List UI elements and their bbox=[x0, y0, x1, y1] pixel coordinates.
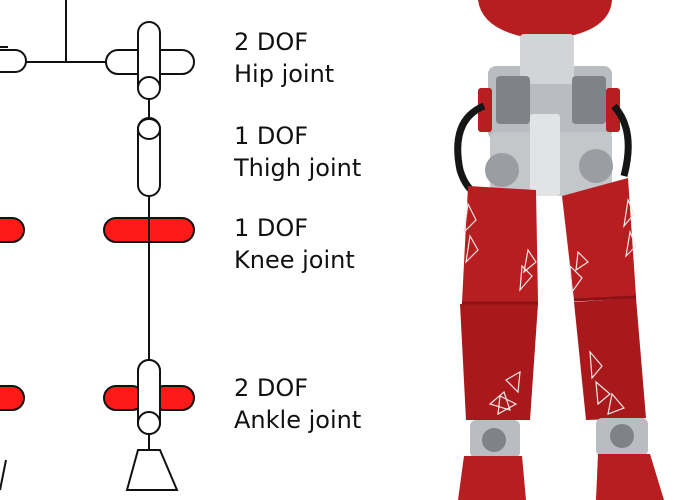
knee-joint-name: Knee joint bbox=[234, 244, 434, 276]
left-foot-edge bbox=[0, 460, 6, 490]
hip-joint-label: 2 DOF Hip joint bbox=[234, 26, 434, 90]
thigh-joint-label: 1 DOF Thigh joint bbox=[234, 120, 434, 184]
thigh-joint-dof: 1 DOF bbox=[234, 120, 434, 152]
knee-joint-label: 1 DOF Knee joint bbox=[234, 212, 434, 276]
robot-thigh-motor-left bbox=[485, 153, 519, 187]
robot-right-foot bbox=[596, 454, 664, 500]
ankle-joint-label: 2 DOF Ankle joint bbox=[234, 372, 434, 436]
kinematic-chain bbox=[0, 0, 194, 490]
left-knee-actuator bbox=[0, 218, 24, 242]
ankle-joint-name: Ankle joint bbox=[234, 404, 434, 436]
robot-spine-column bbox=[520, 34, 574, 84]
robot-thigh-motor-right bbox=[579, 149, 613, 183]
robot-left-ankle-motor bbox=[482, 428, 506, 452]
robot-right-ankle-motor bbox=[610, 424, 634, 448]
robot-hip-motor-right bbox=[572, 76, 606, 124]
robot-torso-dome bbox=[478, 0, 612, 38]
robot-left-thigh-shell bbox=[462, 186, 538, 302]
knee-joint-dof: 1 DOF bbox=[234, 212, 434, 244]
left-ankle-actuator bbox=[0, 386, 24, 410]
hip-joint-name: Hip joint bbox=[234, 58, 434, 90]
hip-joint-dof: 2 DOF bbox=[234, 26, 434, 58]
thigh-joint-name: Thigh joint bbox=[234, 152, 434, 184]
ankle-joint-overlay-cap bbox=[138, 412, 160, 434]
thigh-joint-cap bbox=[138, 119, 160, 139]
right-foot bbox=[127, 450, 177, 490]
robot-right-thigh-shell bbox=[562, 178, 636, 300]
ankle-joint-dof: 2 DOF bbox=[234, 372, 434, 404]
robot-hip-motor-left bbox=[496, 76, 530, 124]
robot-left-foot bbox=[458, 456, 526, 500]
hip-joint-end-cap bbox=[138, 77, 160, 99]
robot-legs-illustration bbox=[458, 0, 664, 500]
robot-center-bracket bbox=[530, 114, 560, 196]
left-hip-joint bbox=[0, 50, 26, 72]
actuators bbox=[0, 218, 194, 410]
